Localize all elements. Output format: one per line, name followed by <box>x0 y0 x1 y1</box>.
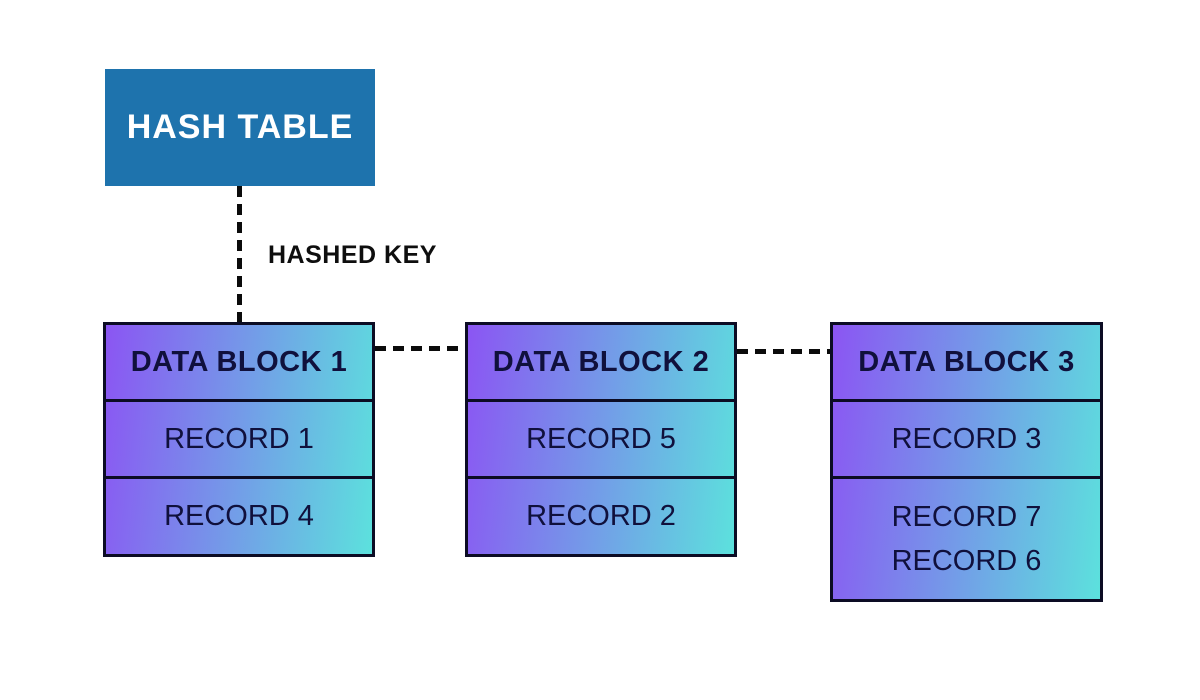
data-block-2-title: DATA BLOCK 2 <box>492 345 710 378</box>
data-block-2: DATA BLOCK 2 RECORD 5 RECORD 2 <box>465 322 737 557</box>
record-cell: RECORD 5 <box>468 399 734 476</box>
hashed-key-label: HASHED KEY <box>268 241 437 269</box>
record-cell: RECORD 7 RECORD 6 <box>833 476 1100 599</box>
hash-table-box: HASH TABLE <box>105 69 375 186</box>
record-cell: RECORD 2 <box>468 476 734 554</box>
block-connector-line-2 <box>737 349 830 354</box>
record-cell: RECORD 4 <box>106 476 372 554</box>
block-connector-line-1 <box>375 346 465 351</box>
record-label: RECORD 7 <box>891 500 1042 533</box>
data-block-3: DATA BLOCK 3 RECORD 3 RECORD 7 RECORD 6 <box>830 322 1103 602</box>
data-block-3-title: DATA BLOCK 3 <box>858 345 1075 378</box>
hash-table-label: HASH TABLE <box>126 108 354 146</box>
record-cell: RECORD 1 <box>106 399 372 476</box>
hashed-key-connector-line <box>237 186 242 322</box>
record-cell: RECORD 3 <box>833 399 1100 476</box>
data-block-1-title: DATA BLOCK 1 <box>130 345 348 378</box>
record-label: RECORD 6 <box>891 545 1042 577</box>
data-block-1: DATA BLOCK 1 RECORD 1 RECORD 4 <box>103 322 375 557</box>
